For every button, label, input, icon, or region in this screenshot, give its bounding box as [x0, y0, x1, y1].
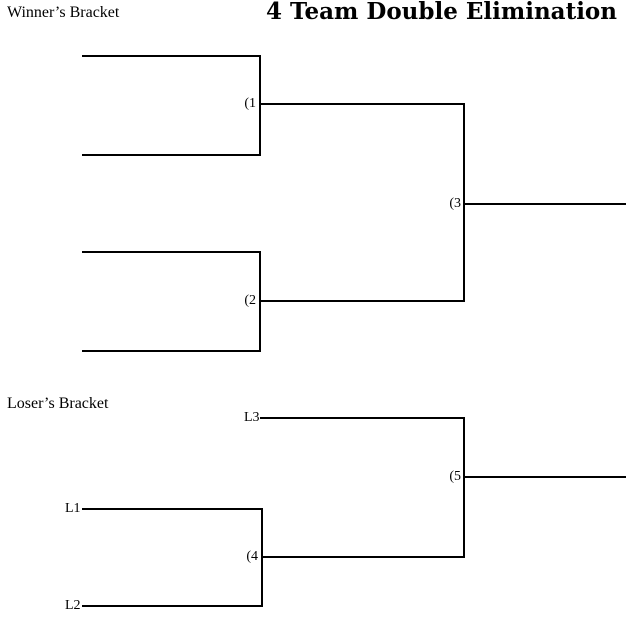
match5-winner-advance-line: [463, 476, 626, 478]
match2-number-label: (2: [244, 293, 256, 308]
match3-number-label: (3: [449, 196, 461, 211]
seed-l1-label: L1: [65, 501, 81, 516]
match2-team-slot-bottom-line: [82, 350, 260, 352]
seed-l2-label: L2: [65, 598, 81, 613]
losers-bracket-heading: Loser’s Bracket: [7, 395, 109, 412]
match4-winner-advance-line: [261, 556, 465, 558]
match5-number-label: (5: [449, 469, 461, 484]
seed-l3-label: L3: [244, 410, 260, 425]
match4-number-label: (4: [246, 549, 258, 564]
match1-number-label: (1: [244, 96, 256, 111]
match1-winner-advance-line: [259, 103, 465, 105]
seed-l3-line: [260, 417, 465, 419]
match1-team-slot-top-line: [82, 55, 260, 57]
match3-winner-advance-line: [463, 203, 626, 205]
seed-l1-line: [82, 508, 263, 510]
match1-team-slot-bottom-line: [82, 154, 260, 156]
match2-winner-advance-line: [259, 300, 465, 302]
page-title: 4 Team Double Elimination: [266, 0, 617, 25]
seed-l2-line: [82, 605, 263, 607]
match5-joiner-line: [463, 417, 465, 558]
match3-joiner-line: [463, 103, 465, 302]
match1-joiner-line: [259, 55, 261, 156]
winners-bracket-heading: Winner’s Bracket: [7, 4, 120, 21]
match2-team-slot-top-line: [82, 251, 260, 253]
